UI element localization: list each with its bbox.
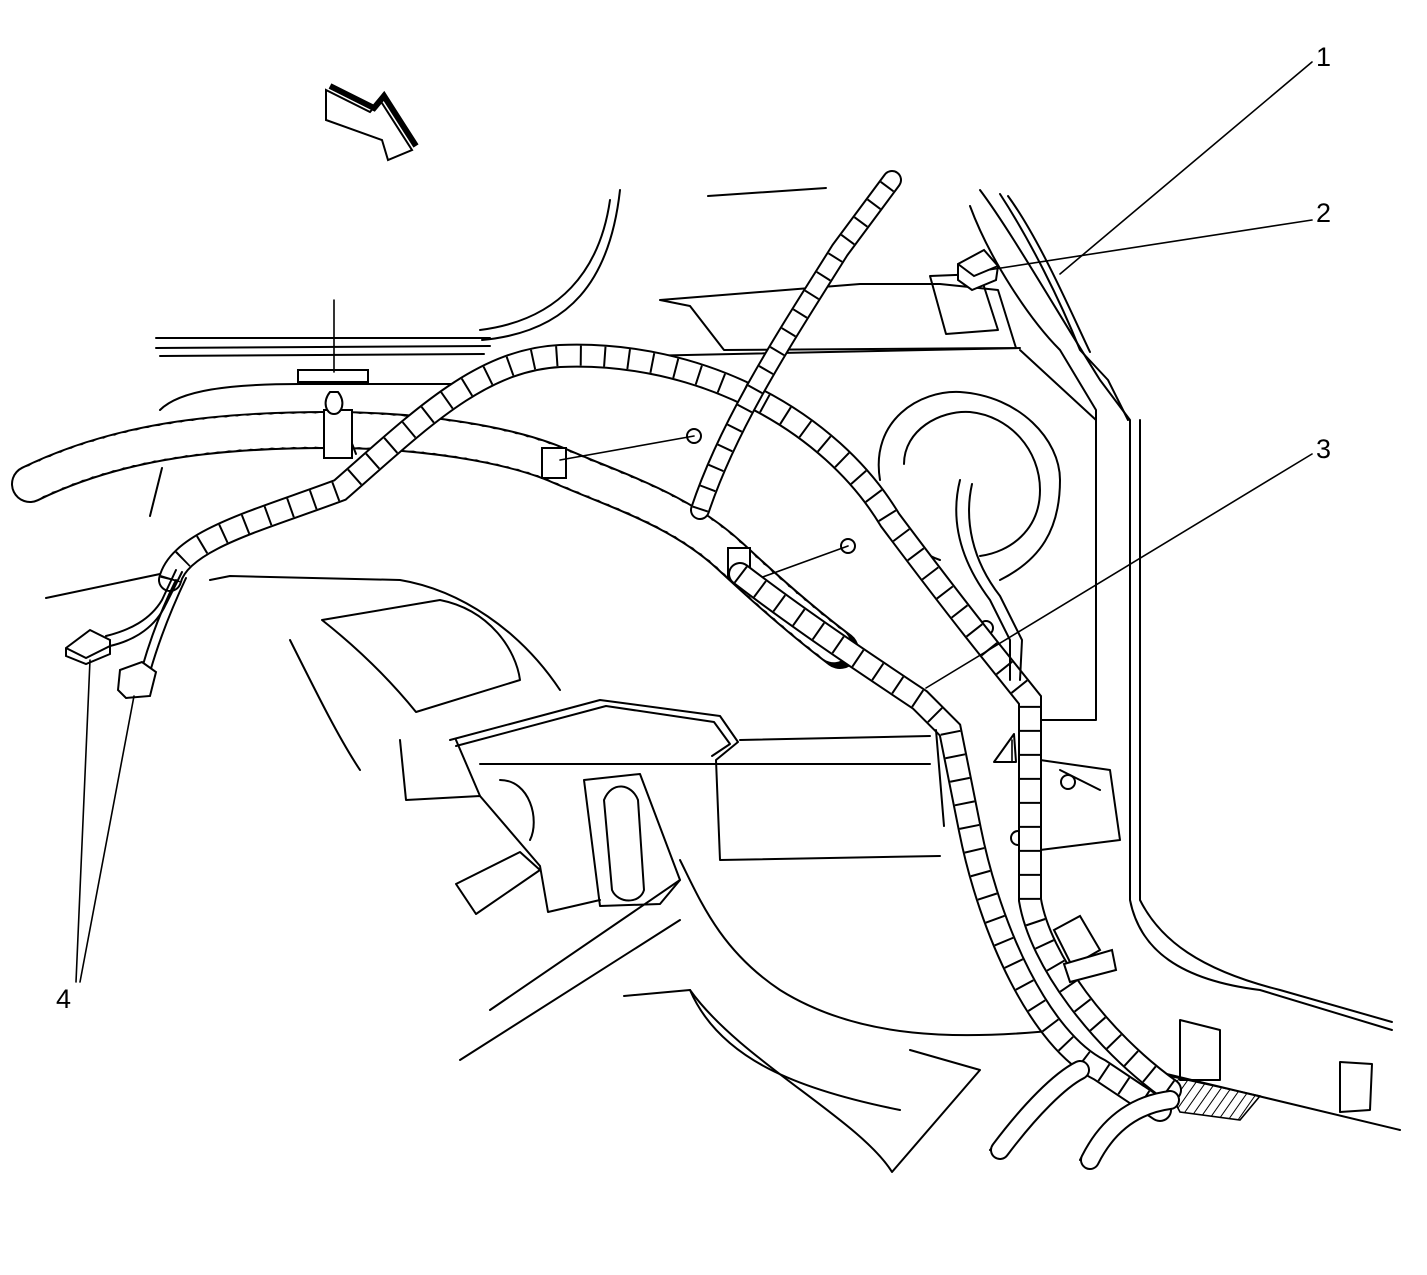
- forward-arrow-icon: [325, 83, 419, 162]
- connector-left-upper: [65, 628, 111, 666]
- callout-1: 1: [1316, 42, 1331, 72]
- body-structure: [45, 187, 1401, 1173]
- connector-right: [957, 248, 1000, 292]
- pigtail-wires: [105, 479, 1023, 681]
- callout-2: 2: [1316, 198, 1331, 228]
- callout-4: 4: [56, 984, 71, 1014]
- convoluted-harness: [11, 299, 859, 669]
- taped-harness: [158, 170, 1182, 1170]
- callout-3: 3: [1316, 434, 1331, 464]
- callouts: 1 2 3 4: [56, 42, 1331, 1014]
- connector-left-lower: [116, 660, 158, 700]
- leader-lines: [75, 61, 1313, 983]
